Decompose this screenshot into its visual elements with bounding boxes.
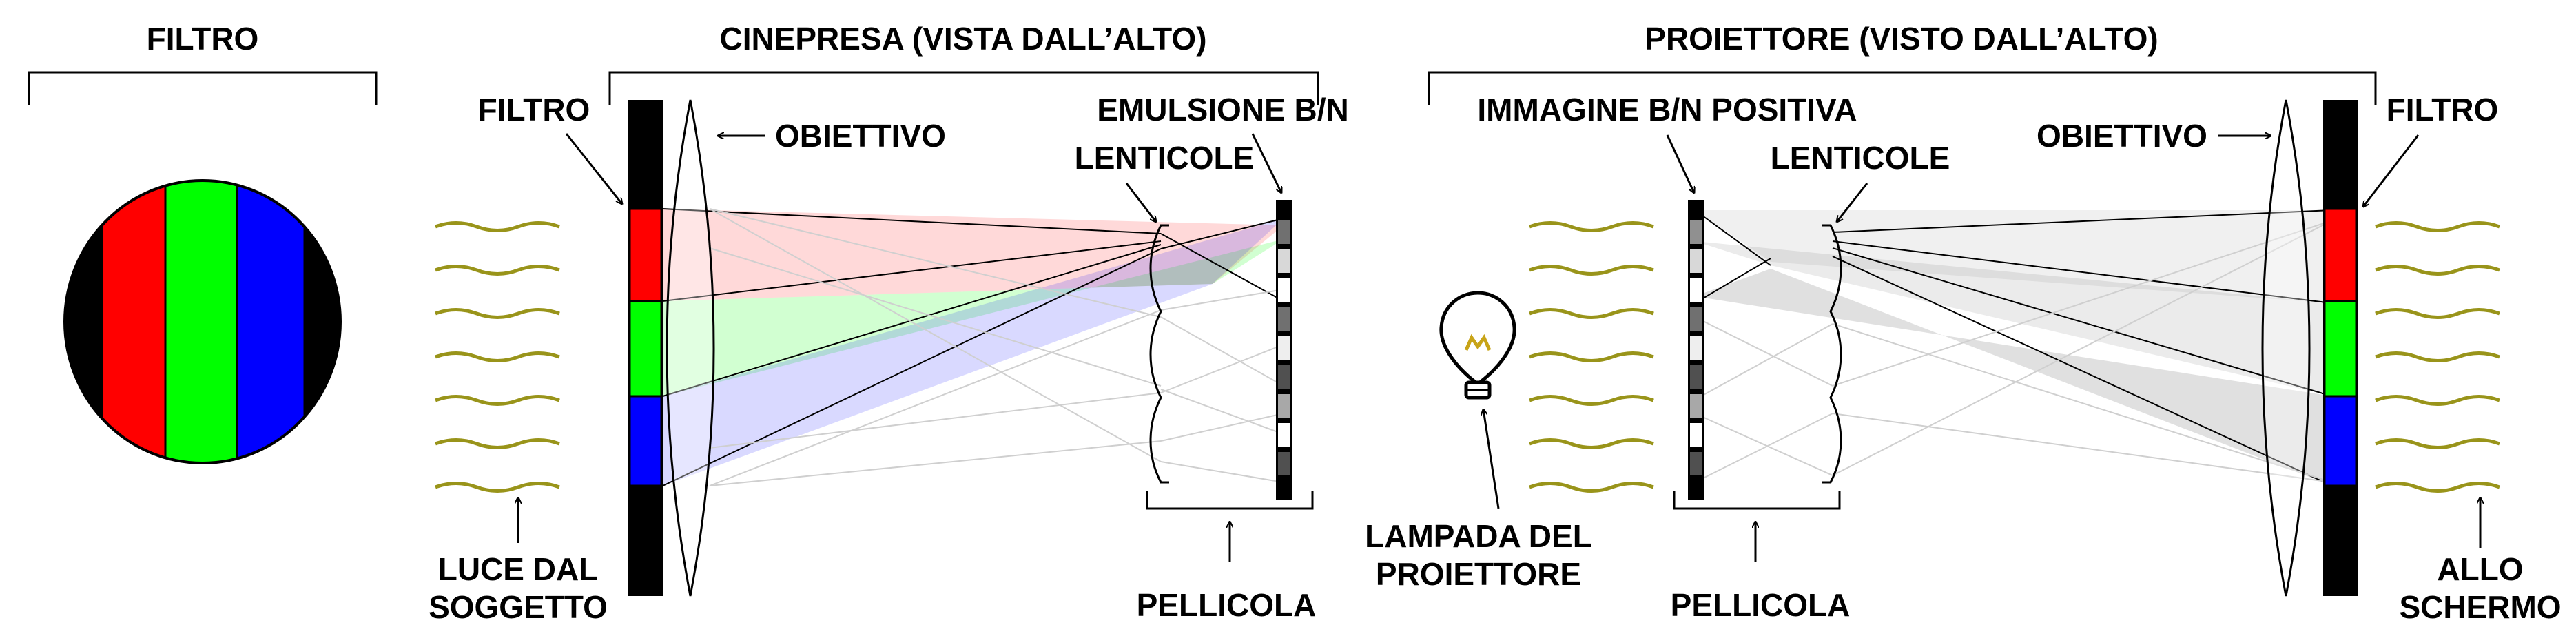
camera-panel-title: CINEPRESA (VISTA DALL’ALTO) — [719, 21, 1206, 57]
filter-panel: FILTRO — [28, 21, 378, 464]
camera-filter-label: FILTRO — [478, 92, 590, 127]
projector-screen-label-line1: ALLO — [2437, 551, 2523, 587]
projector-film-label: PELLICOLA — [1671, 587, 1851, 623]
blue-ray-cone — [663, 218, 1284, 486]
projector-gray-rays — [1694, 220, 2333, 483]
projector-filter-red — [2323, 207, 2358, 302]
camera-light-label-line1: LUCE DAL — [438, 551, 599, 587]
camera-film-bracket — [1146, 491, 1314, 510]
filter-bracket — [28, 71, 378, 105]
filter-disc-green — [165, 181, 237, 463]
camera-gray-rays — [709, 208, 1284, 486]
projector-bracket — [1428, 71, 2377, 105]
camera-lens — [666, 99, 715, 597]
camera-film-label: PELLICOLA — [1137, 587, 1317, 623]
projector-screen-waves — [2376, 223, 2500, 491]
projector-cone-red — [1695, 210, 2332, 303]
camera-light-waves — [435, 223, 559, 491]
projector-panel: PROIETTORE (VISTO DALL’ALTO) — [1365, 21, 2561, 625]
light-bulb-icon — [1439, 291, 1516, 400]
projector-lens — [2261, 99, 2311, 597]
projector-cone-blue — [1695, 269, 2332, 486]
camera-lens-label: OBIETTIVO — [775, 118, 946, 154]
camera-light-label-line2: SOGGETTO — [429, 589, 608, 625]
projector-lens-label: OBIETTIVO — [2037, 118, 2207, 154]
projector-lamp-label-line2: PROIETTORE — [1376, 556, 1581, 592]
filter-disc-red — [102, 181, 165, 463]
projector-panel-title: PROIETTORE (VISTO DALL’ALTO) — [1645, 21, 2158, 57]
projector-lamp-label-line1: LAMPADA DEL — [1365, 518, 1592, 554]
projector-cone-green — [1695, 241, 2332, 396]
green-ray-cone — [663, 239, 1284, 396]
projector-filter-label: FILTRO — [2387, 92, 2499, 127]
projector-lamp-waves — [1529, 223, 1653, 491]
projector-lenticules — [1822, 224, 1842, 484]
camera-lenticules — [1149, 224, 1169, 484]
projector-filter-green — [2323, 300, 2358, 398]
projector-filter-blue — [2323, 395, 2358, 487]
camera-filter-blue — [628, 395, 663, 487]
projector-film-strip — [1688, 200, 1704, 500]
camera-lenticules-label: LENTICOLE — [1075, 140, 1255, 176]
camera-filter-green — [628, 300, 663, 398]
filter-disc-blue — [237, 181, 305, 463]
camera-filter-red — [628, 207, 663, 302]
camera-bracket — [608, 71, 1319, 105]
camera-panel: CINEPRESA (VISTA DALL’ALTO) — [429, 21, 1349, 625]
filter-disc — [65, 181, 340, 463]
projector-image-label: IMMAGINE B/N POSITIVA — [1477, 92, 1857, 127]
camera-emulsion-label: EMULSIONE B/N — [1097, 92, 1348, 127]
projector-film-bracket — [1673, 491, 1841, 510]
projector-screen-label-line2: SCHERMO — [2399, 589, 2561, 625]
projector-lenticules-label: LENTICOLE — [1771, 140, 1950, 176]
filter-panel-title: FILTRO — [147, 21, 259, 57]
camera-film-strip — [1276, 200, 1292, 500]
